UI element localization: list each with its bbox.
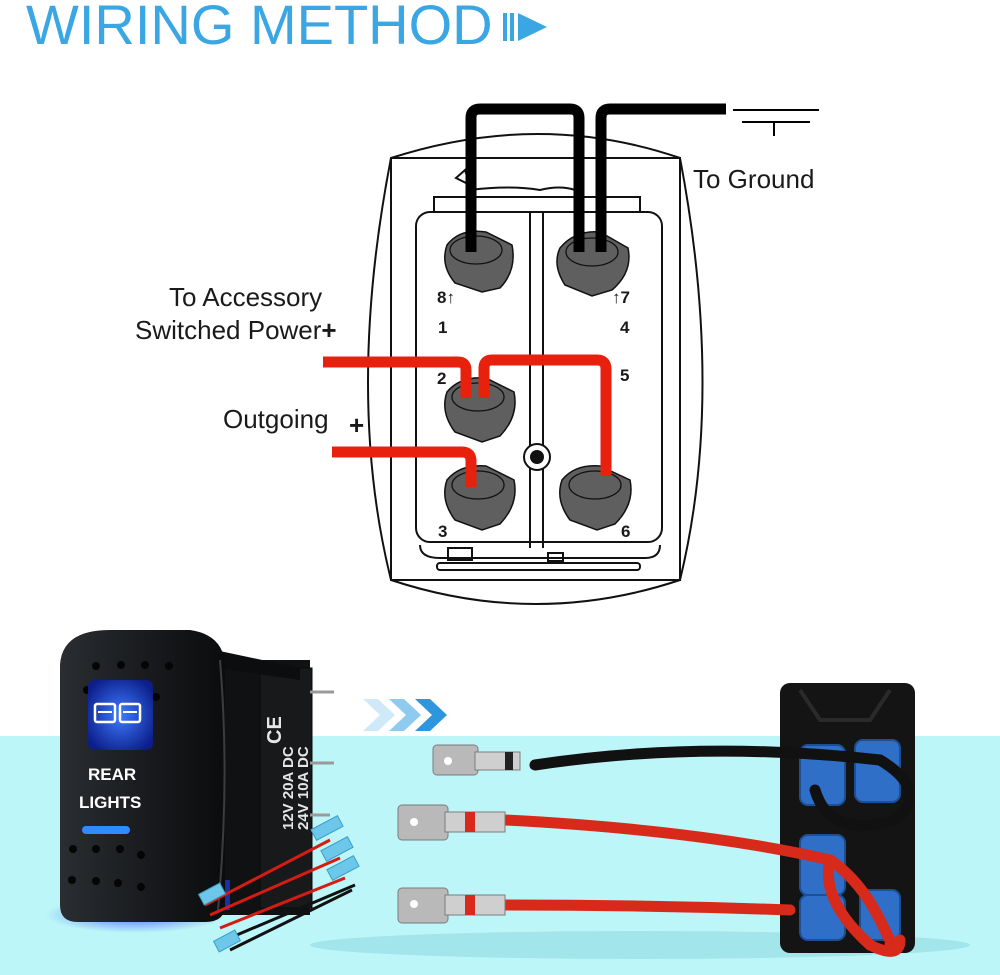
rating-line2: 24V 10A DC — [295, 746, 312, 830]
outgoing-label: Outgoing — [223, 404, 329, 434]
ce-mark: CE — [264, 716, 286, 744]
spade-terminal — [397, 804, 506, 841]
terminal-6 — [559, 465, 632, 531]
play-arrow-icon — [503, 13, 547, 41]
rocker-label-line2: LIGHTS — [79, 793, 141, 812]
wired-switch-photo — [310, 683, 970, 959]
accessory-label-line1: To Accessory — [169, 282, 323, 312]
plus-sign: + — [321, 315, 337, 345]
pin-label-6: 6 — [621, 522, 631, 541]
led-indicator-bar — [82, 826, 130, 834]
rating-line1: 12V 20A DC — [280, 746, 297, 830]
chevron-triple-right-icon — [363, 699, 447, 731]
pin-label-2: 2 — [437, 369, 447, 388]
ground-wires — [465, 103, 726, 252]
rocker-switch: REAR LIGHTS CE 12V 20A DC 24V 10A DC — [45, 630, 360, 953]
accessory-label-line2: Switched Power+ — [135, 315, 337, 345]
pin-label-7: ↑7 — [612, 288, 630, 307]
pin-label-1: 1 — [438, 318, 448, 337]
rocker-label-line1: REAR — [88, 765, 136, 784]
page-title: WIRING METHOD — [26, 0, 493, 56]
pin-label-4: 4 — [620, 318, 630, 337]
pin-label-8: 8↑ — [437, 288, 455, 307]
outgoing-plus-sign: + — [349, 410, 365, 440]
ground-symbol-icon — [733, 109, 819, 136]
ground-label: To Ground — [693, 164, 815, 194]
spade-terminal — [397, 887, 506, 924]
power-wires — [323, 354, 612, 487]
spade-terminal — [432, 744, 521, 776]
pin-label-3: 3 — [438, 522, 448, 541]
pin-label-5: 5 — [620, 366, 630, 385]
accessory-label-text: Switched Power — [135, 315, 322, 345]
